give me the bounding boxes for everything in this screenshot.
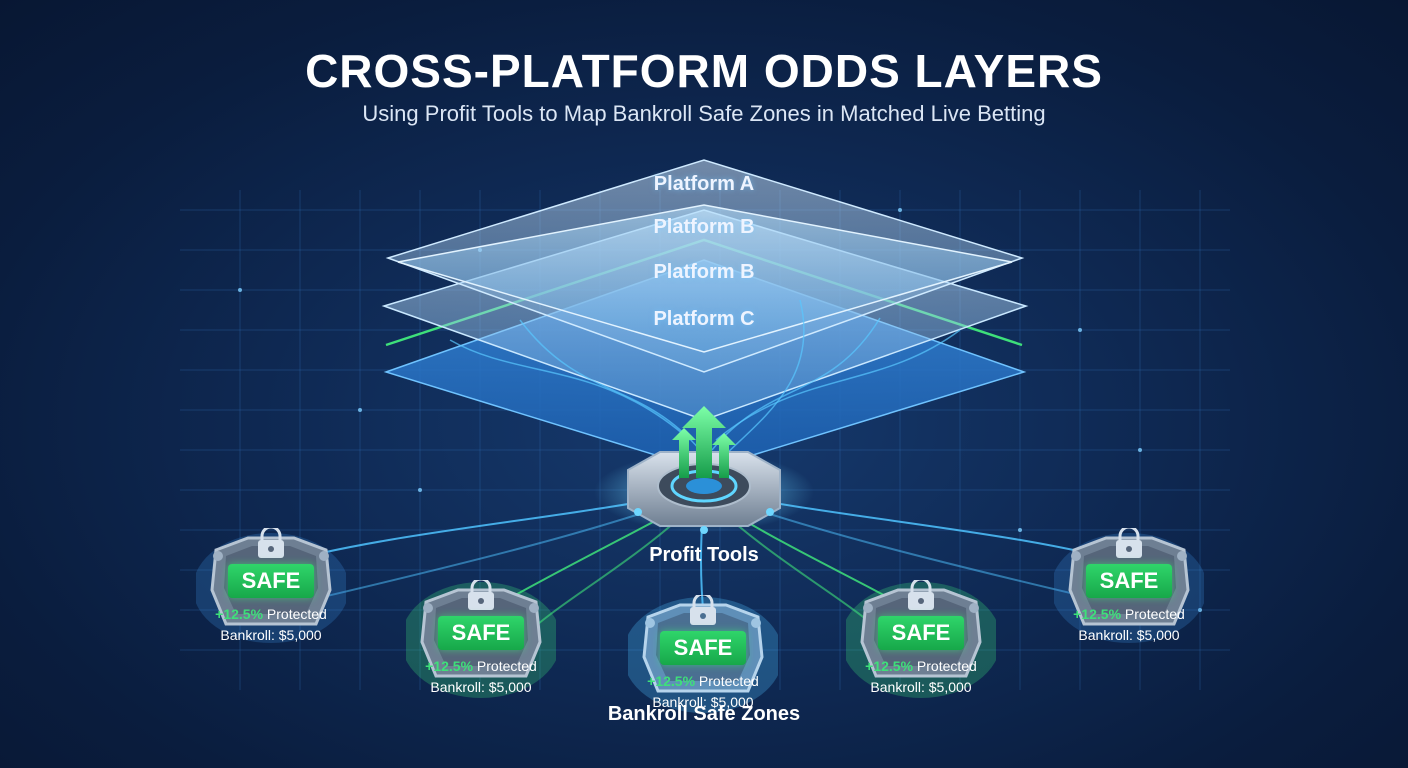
platform-layers <box>381 159 1029 471</box>
safe-zone-1[interactable]: SAFE +12.5% Protected Bankroll: $5,000 <box>196 528 346 668</box>
safe-badge: SAFE <box>1086 564 1172 598</box>
layer-label-platform-c: Platform C <box>653 308 755 330</box>
bankroll-value: Bankroll: $5,000 <box>430 679 532 695</box>
status-text: Protected <box>476 658 537 674</box>
status-text: Protected <box>266 606 327 622</box>
gain-value: +12.5% <box>425 658 474 674</box>
safe-badge: SAFE <box>878 616 964 650</box>
bankroll-value: Bankroll: $5,000 <box>1078 627 1180 643</box>
gain-value: +12.5% <box>647 673 696 689</box>
page-subtitle: Using Profit Tools to Map Bankroll Safe … <box>362 101 1046 126</box>
layer-label-platform-b-2: Platform B <box>653 261 755 283</box>
page-title: CROSS-PLATFORM ODDS LAYERS <box>305 45 1103 97</box>
lock-icon <box>258 528 284 558</box>
layer-label-platform-b: Platform B <box>653 216 755 238</box>
lock-icon <box>468 580 494 610</box>
status-text: Protected <box>916 658 977 674</box>
bankroll-value: Bankroll: $5,000 <box>652 694 754 710</box>
safe-zone-5[interactable]: SAFE +12.5% Protected Bankroll: $5,000 <box>1054 528 1204 668</box>
zone-status: +12.5% Protected <box>186 606 356 622</box>
safe-badge: SAFE <box>228 564 314 598</box>
lock-icon <box>690 595 716 625</box>
safe-badge: SAFE <box>660 631 746 665</box>
data-flow-curves <box>449 299 961 461</box>
zone-status: +12.5% Protected <box>618 673 788 689</box>
bankroll-value: Bankroll: $5,000 <box>870 679 972 695</box>
zone-status: +12.5% Protected <box>396 658 566 674</box>
up-arrows-icon <box>672 406 736 478</box>
gain-value: +12.5% <box>215 606 264 622</box>
lock-icon <box>908 580 934 610</box>
gain-value: +12.5% <box>1073 606 1122 622</box>
status-text: Protected <box>1124 606 1185 622</box>
safe-zone-3[interactable]: SAFE +12.5% Protected Bankroll: $5,000 <box>628 595 778 735</box>
bankroll-value: Bankroll: $5,000 <box>220 627 322 643</box>
safe-zone-2[interactable]: SAFE +12.5% Protected Bankroll: $5,000 <box>406 580 556 720</box>
lock-icon <box>1116 528 1142 558</box>
safe-badge: SAFE <box>438 616 524 650</box>
layer-label-platform-a: Platform A <box>653 173 755 195</box>
safe-zone-4[interactable]: SAFE +12.5% Protected Bankroll: $5,000 <box>846 580 996 720</box>
zone-status: +12.5% Protected <box>836 658 1006 674</box>
zone-status: +12.5% Protected <box>1044 606 1214 622</box>
profit-tools-label: Profit Tools <box>649 544 759 566</box>
gain-value: +12.5% <box>865 658 914 674</box>
profit-tools-hub[interactable] <box>594 451 814 534</box>
bankroll-safe-zones-label: Bankroll Safe Zones <box>607 703 801 725</box>
status-text: Protected <box>698 673 759 689</box>
